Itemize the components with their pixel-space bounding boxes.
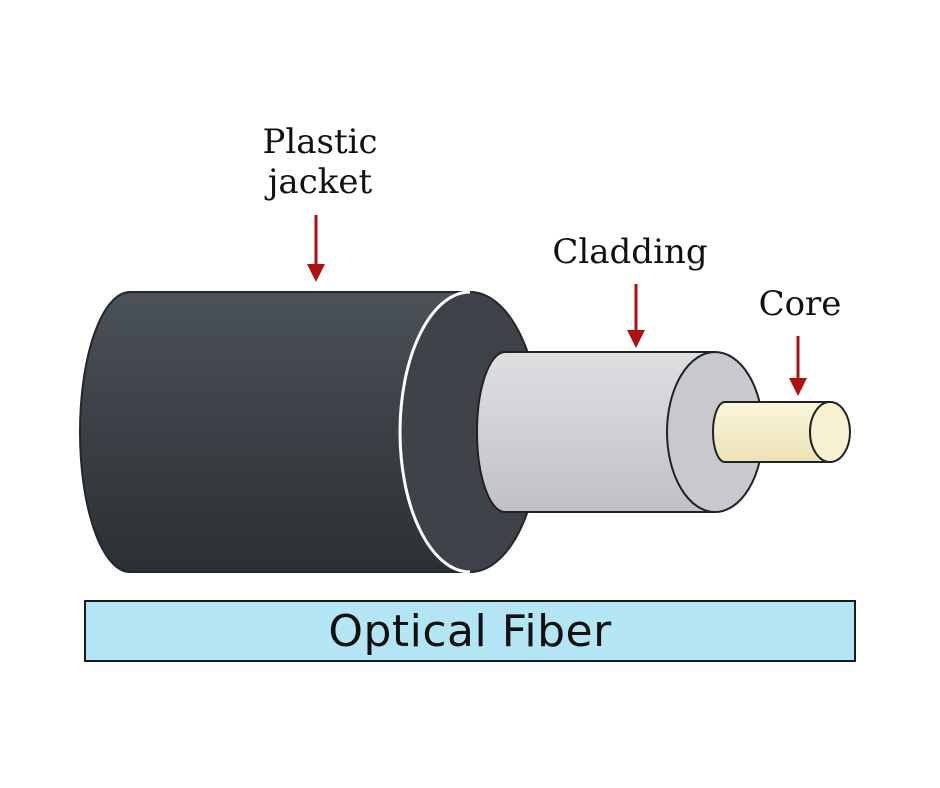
core-label: Core xyxy=(758,284,842,324)
cladding-arrow xyxy=(627,284,645,348)
core-arrow xyxy=(789,336,807,396)
caption-banner: Optical Fiber xyxy=(84,600,856,662)
cladding-body xyxy=(476,351,716,513)
plastic-jacket-label-line2: jacket xyxy=(267,162,373,202)
jacket-arrow xyxy=(307,215,325,282)
jacket-rim-highlight xyxy=(398,290,471,574)
cladding-label: Cladding xyxy=(552,232,708,272)
cladding xyxy=(476,351,764,513)
core xyxy=(712,401,851,463)
caption-text: Optical Fiber xyxy=(328,605,612,657)
jacket-body xyxy=(79,291,471,573)
core-end-face xyxy=(809,401,851,463)
core-body xyxy=(712,401,831,463)
plastic-jacket-label: Plastic jacket xyxy=(230,122,410,202)
plastic-jacket xyxy=(79,290,541,574)
plastic-jacket-label-line1: Plastic xyxy=(262,122,378,162)
